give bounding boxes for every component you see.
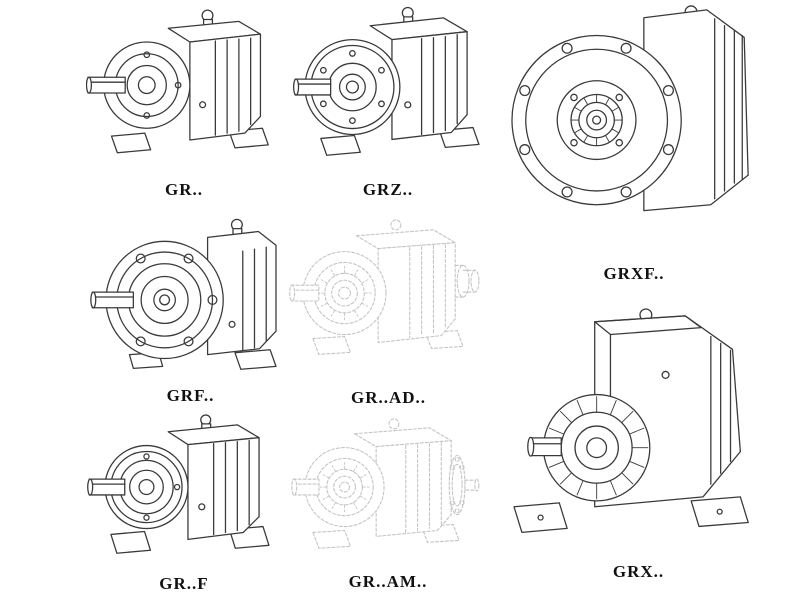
- gearbox-drawing-gram: [291, 418, 480, 549]
- gearbox-label-grxf: GRXF..: [603, 264, 665, 283]
- gearbox-drawing-grx: [513, 308, 749, 533]
- gearbox-label-gr: GR..: [165, 180, 203, 199]
- gearbox-drawing-grz: [292, 6, 480, 156]
- gearbox-label-grf: GRF..: [166, 386, 215, 405]
- figure-grf: GRF..: [88, 212, 293, 406]
- figure-grfoot: GR..F: [86, 412, 282, 594]
- gearbox-drawing-grxf: [511, 5, 749, 212]
- gearbox-label-grad: GR..AD..: [350, 388, 427, 407]
- figure-grz: GRZ..: [292, 4, 484, 200]
- figure-grx: GRX..: [496, 306, 781, 582]
- figure-grad: GR..AD..: [286, 216, 491, 408]
- gearbox-label-grfoot: GR..F: [159, 574, 209, 593]
- figure-grxf: GRXF..: [498, 2, 770, 284]
- gearbox-label-grx: GRX..: [612, 562, 665, 581]
- gearbox-label-gram: GR..AM..: [348, 572, 428, 591]
- figure-gr: GR..: [86, 6, 282, 200]
- gearbox-drawing-gr: [86, 9, 269, 154]
- figure-gram: GR..AM..: [290, 416, 486, 592]
- gearbox-drawing-grad: [289, 219, 480, 355]
- gearbox-label-grz: GRZ..: [362, 180, 414, 199]
- gearbox-drawing-grfoot: [87, 414, 270, 554]
- gearbox-drawing-grf: [90, 218, 277, 370]
